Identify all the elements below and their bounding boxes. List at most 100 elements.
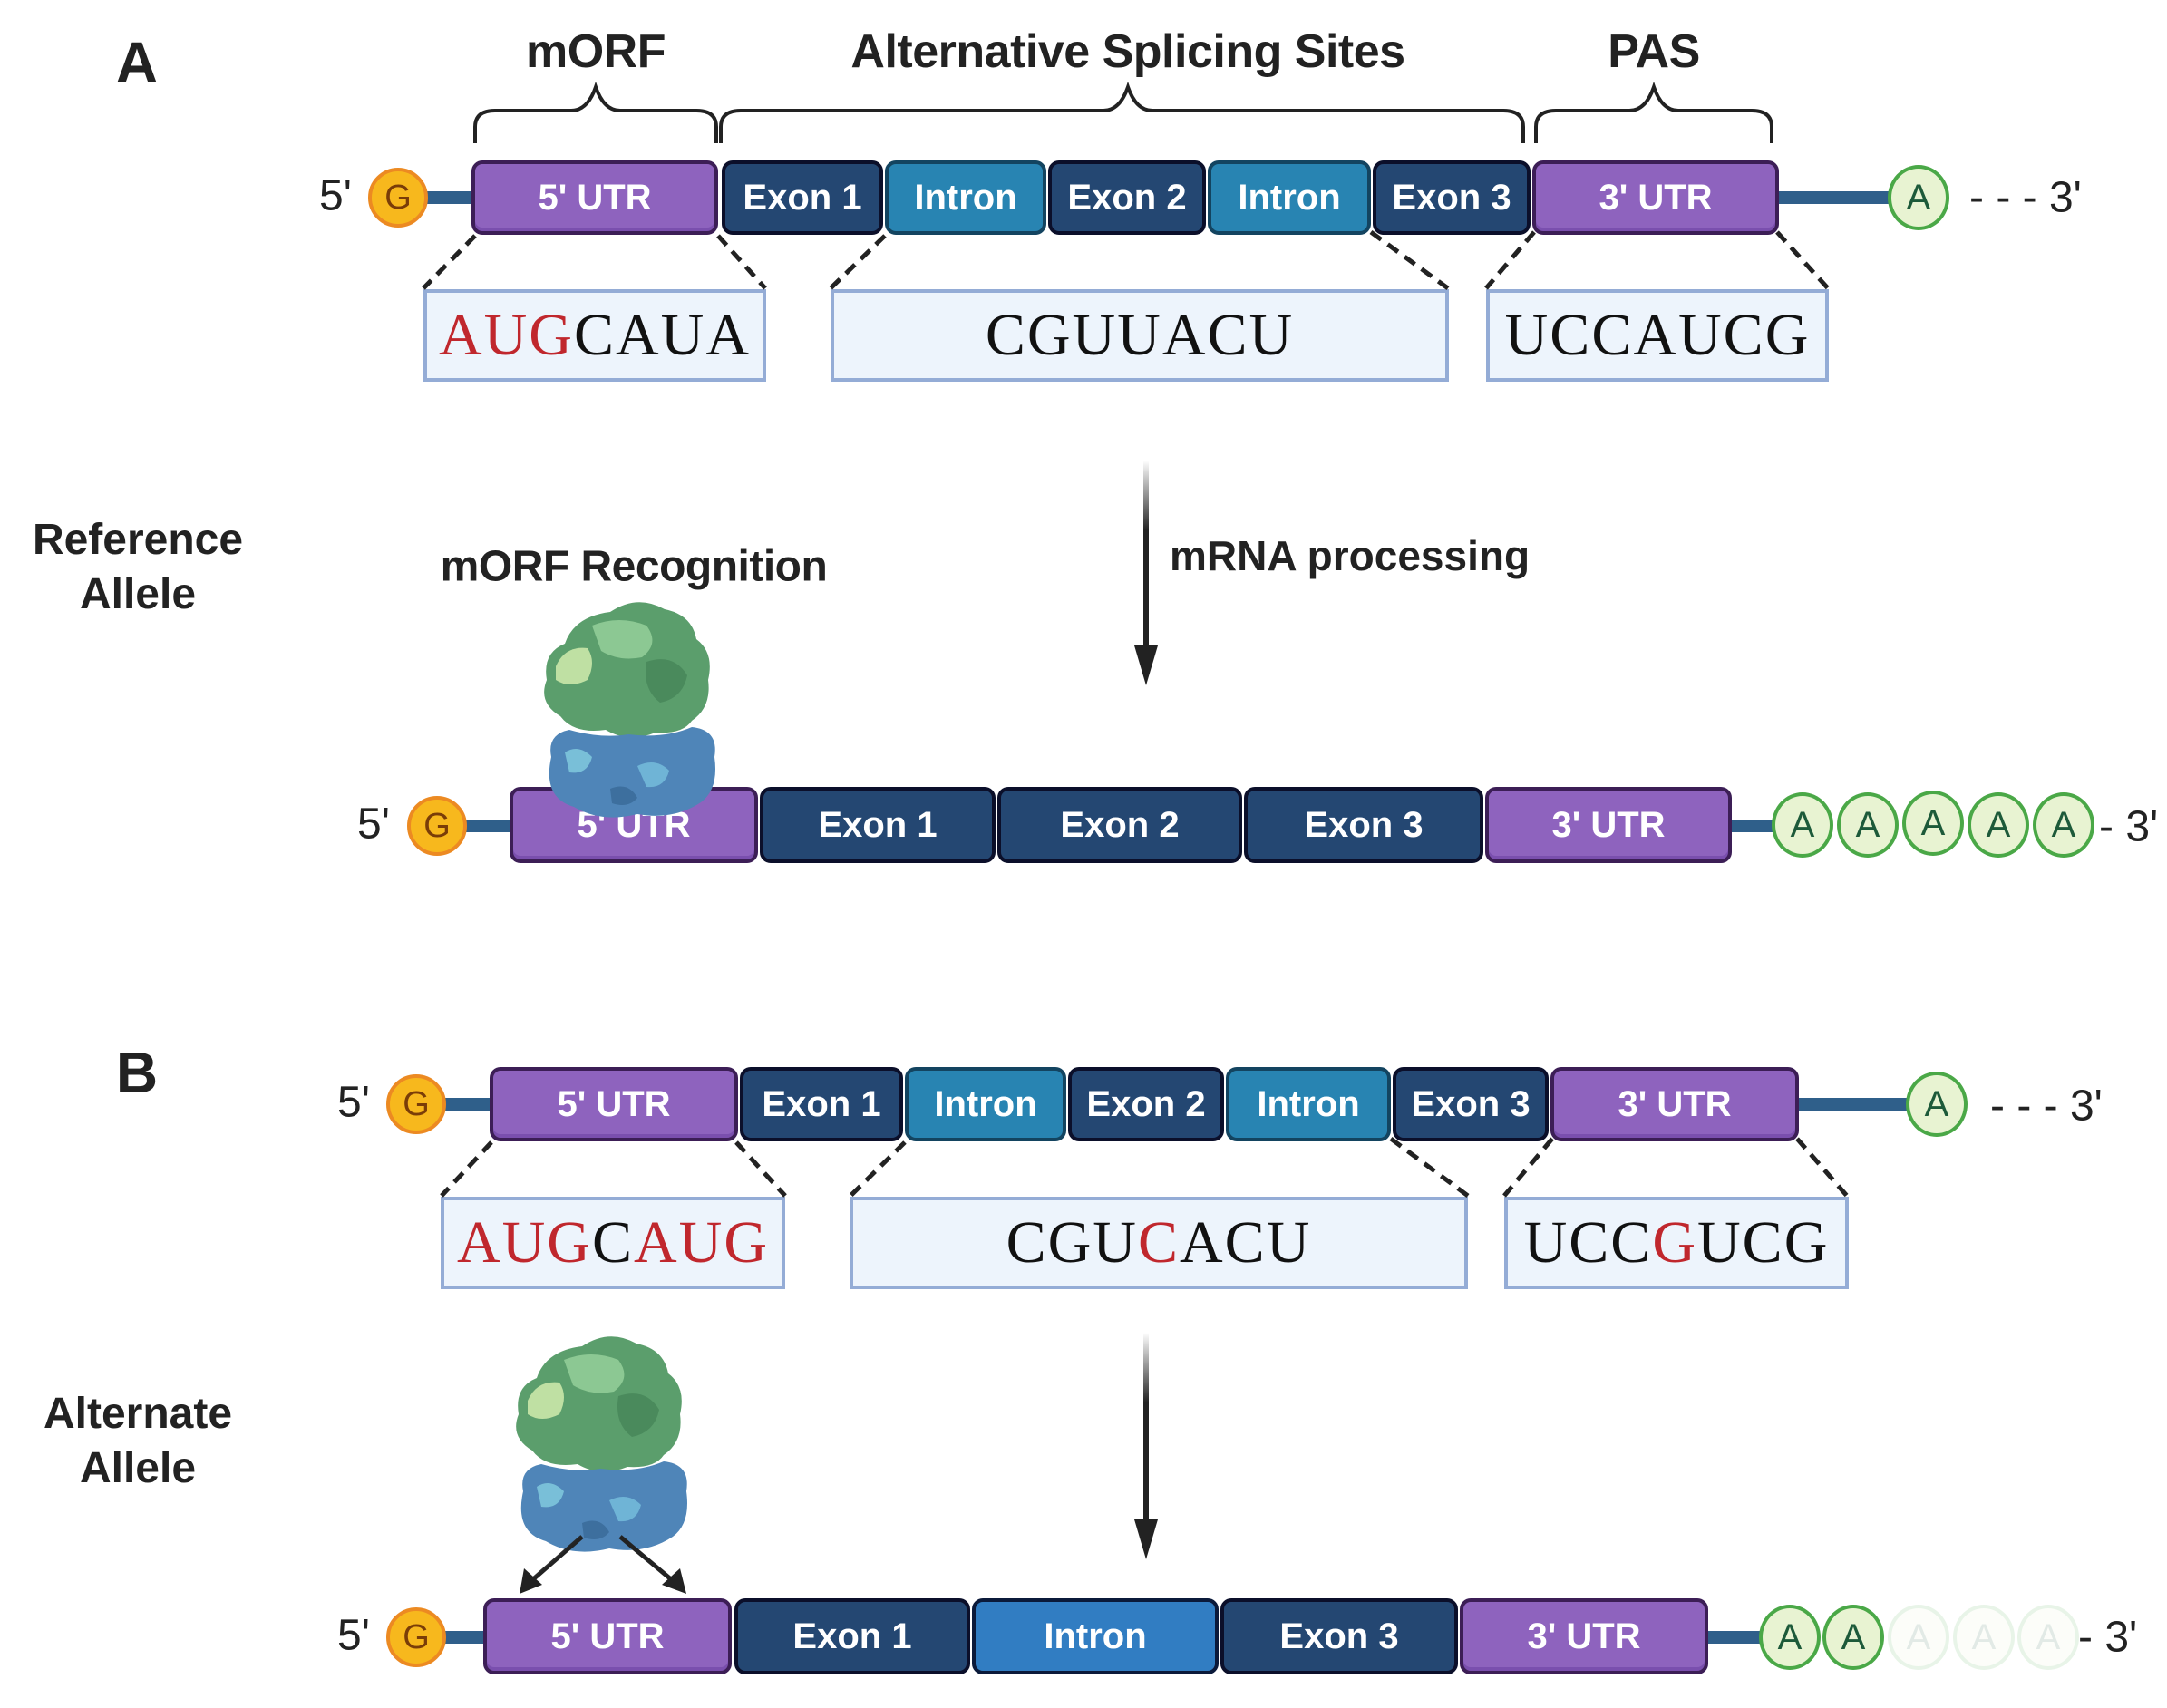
- segment-5-utr: 5' UTR: [483, 1598, 732, 1674]
- adenine-icon: A: [1888, 165, 1949, 230]
- five-prime-label: 5': [337, 1611, 370, 1660]
- segment-exon-2: Exon 2: [1048, 160, 1206, 235]
- sequence-box-splicing: CGUUACU: [831, 289, 1449, 382]
- segment-exon-1: Exon 1: [734, 1598, 970, 1674]
- five-prime-cap-icon: G: [368, 168, 428, 228]
- segment-exon-1: Exon 1: [740, 1067, 903, 1141]
- sequence-part: ACU: [1180, 1209, 1312, 1276]
- rna-backbone: [1773, 191, 1900, 204]
- ribosome-icon: [544, 602, 715, 818]
- start-codon: AUG: [456, 1209, 592, 1276]
- five-prime-label: 5': [357, 800, 390, 849]
- sequence-part: UCG: [1697, 1209, 1830, 1276]
- alternate-allele-label: Alternate Allele: [44, 1387, 232, 1496]
- sequence-part: UCC: [1523, 1209, 1653, 1276]
- reference-allele-label: Reference Allele: [33, 513, 243, 622]
- segment-exon-1: Exon 1: [760, 787, 996, 863]
- segment-intron-1: Intron: [885, 160, 1046, 235]
- three-prime-label: - - - 3': [1990, 1082, 2103, 1131]
- sequence-base: C: [591, 1209, 635, 1276]
- rna-backbone: [1793, 1098, 1911, 1111]
- dashed-connector: [1502, 1137, 1554, 1198]
- processing-arrow-a-icon: [1134, 461, 1158, 685]
- variant-base: G: [1652, 1209, 1698, 1276]
- pas-heading: PAS: [1608, 25, 1700, 78]
- allele-label-line: Reference: [32, 516, 244, 564]
- segment-3-utr: 3' UTR: [1550, 1067, 1799, 1141]
- zoom-connectors-b: [440, 1136, 1849, 1199]
- sequence-text: CGUUACU: [985, 302, 1295, 368]
- segment-exon-1: Exon 1: [722, 160, 883, 235]
- polya-adenine-lost-icon: A: [2017, 1605, 2079, 1670]
- three-prime-label: - 3': [2099, 802, 2159, 851]
- ribosome-icon: [516, 1336, 687, 1552]
- polya-adenine-lost-icon: A: [1953, 1605, 2015, 1670]
- five-prime-label: 5': [337, 1078, 370, 1127]
- segment-exon-3: Exon 3: [1244, 787, 1483, 863]
- segment-retained-intron: Intron: [972, 1598, 1219, 1674]
- five-prime-cap-icon: G: [386, 1607, 446, 1667]
- segment-intron-2: Intron: [1226, 1067, 1391, 1141]
- dashed-connector: [1389, 1136, 1470, 1199]
- dashed-connector: [1484, 230, 1536, 290]
- splicing-sites-heading: Alternative Splicing Sites: [850, 25, 1405, 78]
- sequence-rest: CAUA: [573, 302, 751, 368]
- zoom-connectors-a: [422, 229, 1830, 291]
- dashed-connector: [1795, 1137, 1849, 1198]
- dashed-connector: [440, 1140, 493, 1198]
- polya-adenine-icon: A: [1772, 792, 1833, 858]
- dashed-connector: [734, 1140, 787, 1198]
- dashed-connector: [829, 234, 887, 290]
- variant-start-codon: AUG: [634, 1209, 770, 1276]
- allele-label-line: Allele: [79, 570, 197, 618]
- dashed-connector: [422, 234, 477, 290]
- segment-5-utr: 5' UTR: [510, 787, 758, 863]
- five-prime-cap-icon: G: [386, 1074, 446, 1134]
- polya-adenine-icon: A: [1822, 1605, 1884, 1670]
- dashed-connector: [849, 1140, 907, 1198]
- polya-adenine-icon: A: [1902, 791, 1964, 856]
- allele-label-line: Alternate: [43, 1390, 233, 1438]
- start-codon: AUG: [438, 302, 574, 368]
- mrna-processing-label: mRNA processing: [1170, 532, 1531, 579]
- sequence-box-pas: UCCAUCG: [1486, 289, 1829, 382]
- sequence-text: UCCAUCG: [1504, 302, 1811, 368]
- segment-5-utr: 5' UTR: [471, 160, 718, 235]
- five-prime-label: 5': [319, 171, 352, 220]
- brace-morf-icon: [473, 81, 718, 143]
- segment-3-utr: 3' UTR: [1485, 787, 1732, 863]
- segment-intron-2: Intron: [1208, 160, 1371, 235]
- segment-exon-3: Exon 3: [1373, 160, 1531, 235]
- segment-3-utr: 3' UTR: [1460, 1598, 1708, 1674]
- allele-label-line: Allele: [79, 1444, 197, 1492]
- segment-exon-3: Exon 3: [1220, 1598, 1458, 1674]
- dashed-connector: [716, 234, 767, 290]
- three-prime-label: - - - 3': [1969, 173, 2082, 222]
- segment-5-utr: 5' UTR: [490, 1067, 738, 1141]
- sequence-part: CGU: [1006, 1209, 1138, 1276]
- brace-pas-icon: [1534, 81, 1773, 143]
- segment-exon-3: Exon 3: [1393, 1067, 1549, 1141]
- polya-adenine-icon: A: [1837, 792, 1899, 858]
- polya-adenine-lost-icon: A: [1888, 1605, 1949, 1670]
- morf-recognition-label: mORF Recognition: [440, 542, 828, 591]
- variant-base: C: [1137, 1209, 1181, 1276]
- three-prime-label: - 3': [2078, 1613, 2138, 1662]
- segment-intron-1: Intron: [905, 1067, 1066, 1141]
- processing-arrow-b-icon: [1134, 1333, 1158, 1559]
- five-prime-cap-icon: G: [407, 796, 467, 856]
- dashed-connector: [1369, 229, 1450, 291]
- adenine-icon: A: [1906, 1072, 1968, 1137]
- morf-heading: mORF: [526, 25, 666, 78]
- dashed-connector: [1775, 230, 1830, 290]
- brace-group: [473, 81, 1773, 143]
- segment-3-utr: 3' UTR: [1532, 160, 1779, 235]
- panel-label-a: A: [115, 30, 159, 95]
- ribosome-scanning-arrows-icon: [520, 1535, 686, 1594]
- segment-exon-2: Exon 2: [1068, 1067, 1224, 1141]
- polya-adenine-icon: A: [2033, 792, 2094, 858]
